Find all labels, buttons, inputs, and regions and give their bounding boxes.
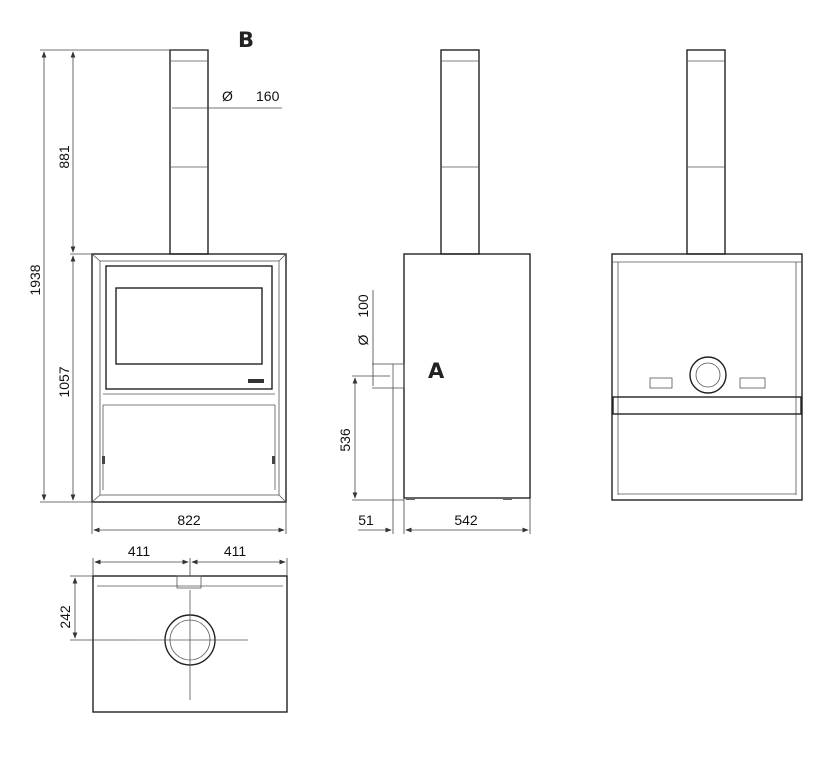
dim-inlet-diameter: 100 bbox=[355, 294, 371, 318]
side-body bbox=[403, 253, 531, 499]
dim-top-flue-offset: 242 bbox=[57, 605, 73, 629]
dim-flue-diameter: 160 bbox=[256, 88, 280, 104]
dim-depth: 542 bbox=[454, 512, 478, 528]
front-chimney bbox=[169, 49, 209, 255]
dim-top-half-right: 411 bbox=[224, 543, 247, 559]
dim-flue-height: 881 bbox=[56, 145, 72, 169]
dim-top-half-left: 411 bbox=[128, 543, 151, 559]
side-chimney bbox=[440, 49, 480, 255]
rear-air-inlet bbox=[689, 356, 727, 394]
front-body bbox=[91, 253, 287, 503]
rear-body bbox=[611, 253, 803, 501]
view-label-b: B bbox=[238, 28, 254, 52]
dim-total-height: 1938 bbox=[27, 264, 43, 295]
top-view bbox=[92, 575, 288, 713]
rear-view bbox=[611, 49, 803, 501]
air-inlet-stub bbox=[392, 363, 405, 389]
dim-body-height: 1057 bbox=[56, 366, 72, 397]
dim-width: 822 bbox=[177, 512, 201, 528]
dim-inlet-depth: 51 bbox=[358, 512, 374, 528]
front-glass bbox=[115, 287, 263, 365]
dim-inlet-height: 536 bbox=[337, 428, 353, 452]
front-door bbox=[105, 265, 273, 390]
front-view bbox=[91, 49, 287, 503]
inlet-diameter-symbol: Ø bbox=[355, 334, 371, 345]
rear-chimney bbox=[686, 49, 726, 255]
diameter-symbol: Ø bbox=[222, 88, 233, 104]
view-label-a: A bbox=[428, 359, 445, 383]
side-view bbox=[392, 49, 531, 500]
